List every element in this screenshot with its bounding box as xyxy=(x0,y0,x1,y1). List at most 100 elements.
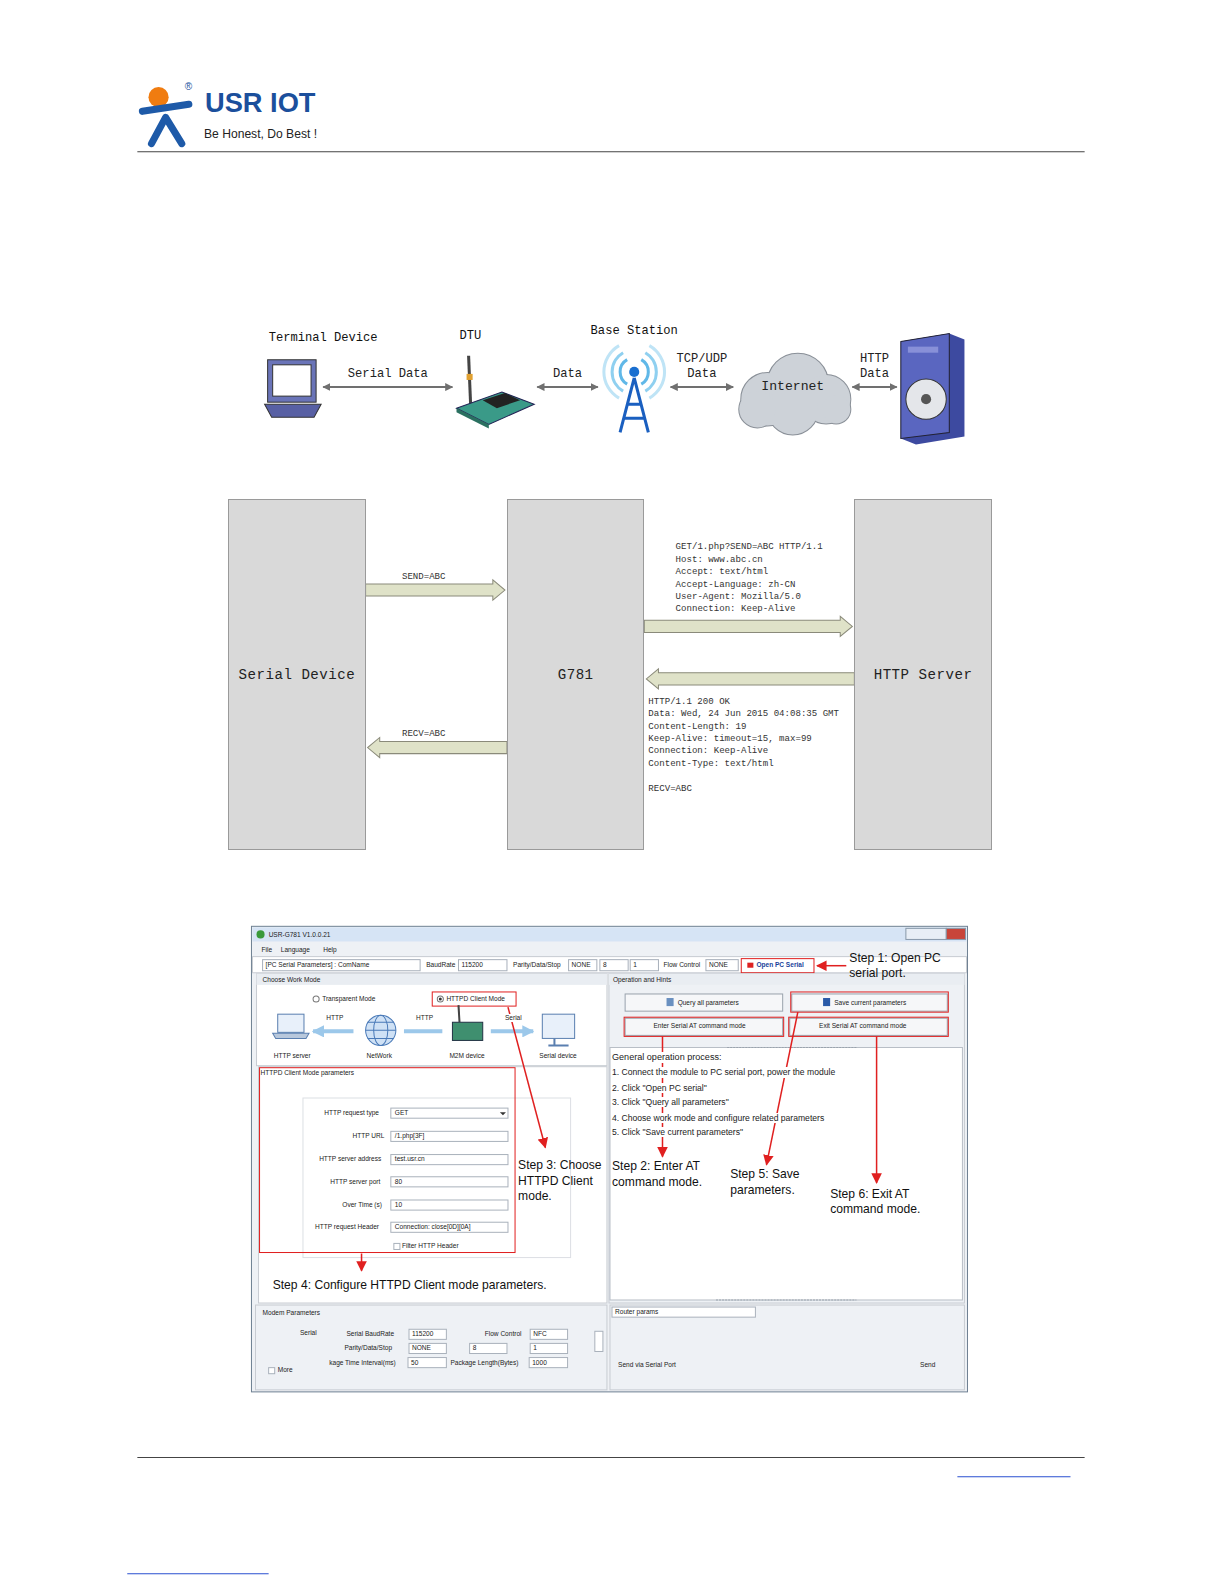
message-line: RECV=ABC xyxy=(402,728,446,740)
device-heading: Base Station xyxy=(591,324,678,338)
base-station-icon xyxy=(629,367,639,377)
ui-text: Serial xyxy=(505,1014,522,1022)
node-label: Serial Device xyxy=(239,667,356,683)
app-window xyxy=(409,1343,446,1353)
app-window xyxy=(409,1329,446,1339)
app-window xyxy=(269,1368,275,1374)
server-icon xyxy=(901,334,965,445)
ui-text: Over Time (s) xyxy=(342,1201,382,1209)
app-window xyxy=(432,992,516,1006)
message-line: HTTP/1.1 200 OK xyxy=(648,696,839,708)
ui-text: HTTP server port xyxy=(330,1178,380,1186)
app-window xyxy=(530,1343,567,1353)
ui-text: 4. Choose work mode and configure relate… xyxy=(612,1113,824,1123)
app-window xyxy=(600,960,628,971)
internet-cloud xyxy=(822,395,850,423)
cloud-shape: Internet xyxy=(735,348,850,424)
ui-text: Operation and Hints xyxy=(613,976,671,984)
ui-text: Flow Control xyxy=(485,1330,522,1338)
server-icon xyxy=(906,379,946,419)
ui-text: 8 xyxy=(473,1344,477,1352)
arrow-label: TCP/UDP Data xyxy=(674,351,731,381)
base-station-icon xyxy=(604,346,665,399)
app-window xyxy=(706,960,738,971)
ui-text: Serial xyxy=(300,1329,317,1337)
app-window xyxy=(716,1299,856,1300)
app-window xyxy=(630,960,658,971)
app-window xyxy=(817,965,846,967)
message-line: Host: www.abc.cn xyxy=(676,554,823,566)
rule-line xyxy=(137,151,1084,152)
message-line: User-Agent: Mozilla/5.0 xyxy=(676,591,823,603)
app-window xyxy=(610,1305,964,1390)
data-arrow xyxy=(537,386,598,388)
app-window xyxy=(263,960,421,971)
lifeline-box: HTTP Server xyxy=(854,499,991,850)
app-window xyxy=(366,1015,396,1045)
data-arrow xyxy=(852,386,896,388)
ui-text: Save current parameters xyxy=(834,999,906,1007)
app-window xyxy=(458,1005,459,1022)
ui-text: Transparent Mode xyxy=(322,995,375,1003)
ui-text: 1 xyxy=(533,1344,537,1352)
ui-text: Router params xyxy=(615,1308,658,1316)
base-station-icon xyxy=(604,346,665,433)
message-line: Accept-Language: zh-CN xyxy=(676,579,823,591)
base-station-icon xyxy=(620,378,648,433)
app-window xyxy=(548,1038,568,1045)
data-arrow xyxy=(323,386,452,388)
dtu-icon xyxy=(456,392,534,424)
app-window xyxy=(269,1307,756,1374)
app-window xyxy=(569,960,597,971)
app-window xyxy=(257,974,607,1066)
ui-text: Send xyxy=(920,1361,935,1369)
ui-text: HTTP server address xyxy=(319,1155,381,1163)
step-callout: Step 5: Save parameters. xyxy=(730,1167,811,1197)
server-icon xyxy=(921,394,931,404)
app-window xyxy=(624,1017,784,1036)
internet-cloud xyxy=(739,391,775,427)
slogan: Be Honest, Do Best ! xyxy=(204,127,317,142)
ui-text: Help xyxy=(323,946,336,954)
app-window xyxy=(625,1018,783,1035)
node-label: G781 xyxy=(558,667,594,683)
message-line: Content-Length: 19 xyxy=(648,721,839,733)
ui-text: 80 xyxy=(395,1178,402,1186)
ui-text: Serial device xyxy=(539,1052,576,1060)
ui-text: Serial BaudRate xyxy=(346,1330,394,1338)
ui-text: File xyxy=(262,946,273,954)
app-window xyxy=(609,974,964,985)
ui-text: 1000 xyxy=(532,1359,547,1367)
message-text: GET/1.php?SEND=ABC HTTP/1.1 Host: www.ab… xyxy=(676,541,823,615)
rule-line xyxy=(957,1476,1070,1477)
internet-cloud xyxy=(739,391,775,427)
app-window xyxy=(595,1331,603,1351)
device-heading: DTU xyxy=(460,329,482,343)
app-window xyxy=(278,1014,304,1032)
ui-text: Package Length(Bytes) xyxy=(450,1359,518,1367)
app-window xyxy=(470,1343,507,1353)
app-window xyxy=(791,992,949,1012)
terminal-icon xyxy=(265,360,322,418)
logo-figure xyxy=(151,117,181,143)
app-window xyxy=(391,1200,508,1210)
rule-line xyxy=(137,1457,1084,1458)
app-window xyxy=(273,1033,309,1038)
ui-text: 8 xyxy=(603,961,607,969)
ui-text: Enter Serial AT command mode xyxy=(653,1022,745,1030)
node-label: HTTP Server xyxy=(874,667,973,683)
message-text: SEND=ABC xyxy=(402,571,446,583)
ui-text: GET xyxy=(395,1109,408,1117)
ui-text: Query all parameters xyxy=(678,999,739,1007)
app-window xyxy=(529,1358,567,1368)
message-line: Content-Type: text/html xyxy=(648,758,839,770)
app-window xyxy=(823,998,830,1006)
app-window xyxy=(508,1007,545,1147)
app-window xyxy=(906,928,946,939)
app-window xyxy=(625,994,783,1011)
ui-text: test.usr.cn xyxy=(395,1155,425,1163)
app-window xyxy=(790,1018,948,1035)
ui-text: 10 xyxy=(395,1201,402,1209)
app-window xyxy=(313,1029,533,1033)
ui-text: HTTP request type xyxy=(324,1109,379,1117)
